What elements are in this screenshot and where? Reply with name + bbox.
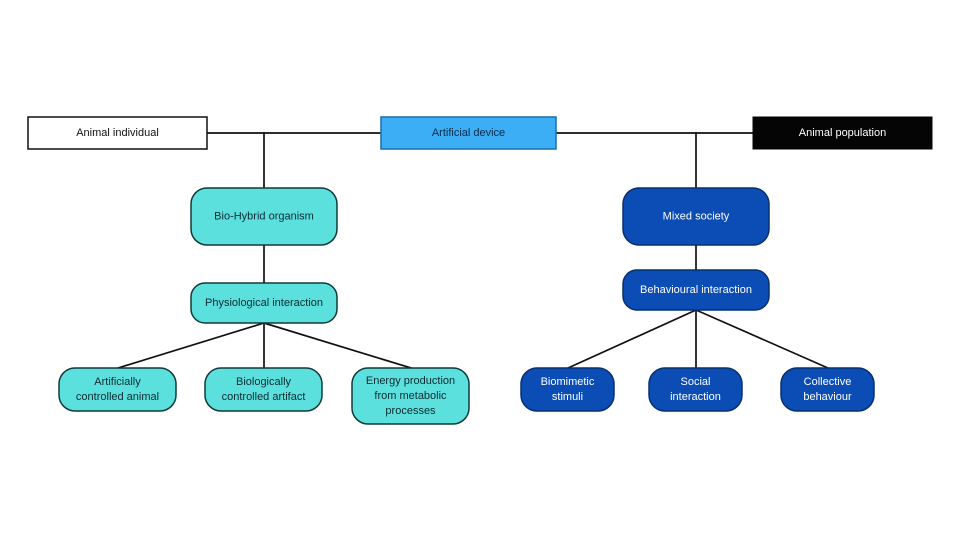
node-bio-hybrid-organism[interactable]: Bio-Hybrid organism [190,187,338,246]
node-physiological-interaction[interactable]: Physiological interaction [190,282,338,324]
connector-right-mid-to-leaf-1 [566,308,698,370]
connector-left-mid-to-leaf-1 [116,321,266,370]
node-box-mixed-society[interactable] [622,187,770,246]
node-box-animal-population[interactable] [752,116,933,150]
node-box-energy-production-metabolic[interactable] [351,367,470,425]
node-animal-population[interactable]: Animal population [752,116,933,150]
node-box-artificial-device[interactable] [380,116,557,150]
node-label-physiological-interaction: Physiological interaction [205,297,323,309]
node-artificial-device[interactable]: Artificial device [380,116,557,150]
node-box-physiological-interaction[interactable] [190,282,338,324]
node-animal-individual[interactable]: Animal individual [27,116,208,150]
connector-right-mid-to-leaf-3 [694,308,830,370]
node-box-artificially-controlled-animal[interactable] [58,367,177,412]
node-label-bio-hybrid-organism: Bio-Hybrid organism [214,210,314,222]
node-box-behavioural-interaction[interactable] [622,269,770,311]
node-box-biomimetic-stimuli[interactable] [520,367,615,412]
node-label-mixed-society: Mixed society [663,210,730,222]
node-box-bio-hybrid-organism[interactable] [190,187,338,246]
node-box-collective-behaviour[interactable] [780,367,875,412]
node-label-artificial-device: Artificial device [432,127,505,139]
node-box-animal-individual[interactable] [27,116,208,150]
node-label-animal-individual: Animal individual [76,127,159,139]
node-behavioural-interaction[interactable]: Behavioural interaction [622,269,770,311]
node-box-social-interaction[interactable] [648,367,743,412]
node-label-animal-population: Animal population [799,127,886,139]
node-layer: Animal individual Artificial device Animal… [27,116,933,425]
node-box-biologically-controlled-artifact[interactable] [204,367,323,412]
node-mixed-society[interactable]: Mixed society [622,187,770,246]
connector-layer [116,132,830,370]
connector-left-mid-to-leaf-3 [262,321,413,370]
node-label-behavioural-interaction: Behavioural interaction [640,284,752,296]
